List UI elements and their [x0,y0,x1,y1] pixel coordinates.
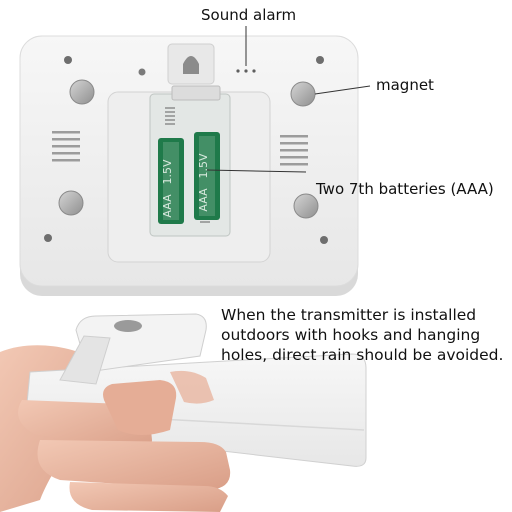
callout-magnet: magnet [376,76,434,94]
magnet-icon [69,79,95,105]
battery-1-voltage: 1.5V [161,159,174,184]
batteries-leader [206,169,307,173]
battery-2-type: AAA [197,188,210,212]
hanging-hole-bottom [114,320,142,332]
vent-slots-left [52,131,80,162]
battery-2-voltage: 1.5V [197,153,210,178]
magnet-icon [58,190,84,216]
magnet-icon [293,193,319,219]
callout-batteries: Two 7th batteries (AAA) [316,180,494,198]
battery-1-type: AAA [161,194,174,218]
screw-hole-tr [316,56,324,64]
installation-note: When the transmitter is installed outdoo… [221,305,503,365]
battery-aaa-2: 1.5V AAA [194,132,220,220]
hanging-hole [183,56,199,74]
magnet-icon [290,81,316,107]
screw-hole-bl [44,234,52,242]
installation-note-line-2: outdoors with hooks and hanging [221,326,481,344]
screw-hole-tl [64,56,72,64]
battery-aaa-1: 1.5V AAA [158,138,184,224]
screw-hole-br [320,236,328,244]
installation-note-line-3: holes, direct rain should be avoided. [221,346,504,364]
vent-slots-right [280,135,308,166]
magnet-leader [314,85,371,95]
hand-holding-device [0,313,367,512]
transmitter-back: 1.5V AAA 1.5V AAA [19,35,359,296]
callout-sound-alarm: Sound alarm [201,6,297,24]
speaker-holes [236,69,256,73]
callout-lines [206,26,371,173]
hanging-hook [75,313,207,373]
installation-note-line-1: When the transmitter is installed [221,306,477,324]
